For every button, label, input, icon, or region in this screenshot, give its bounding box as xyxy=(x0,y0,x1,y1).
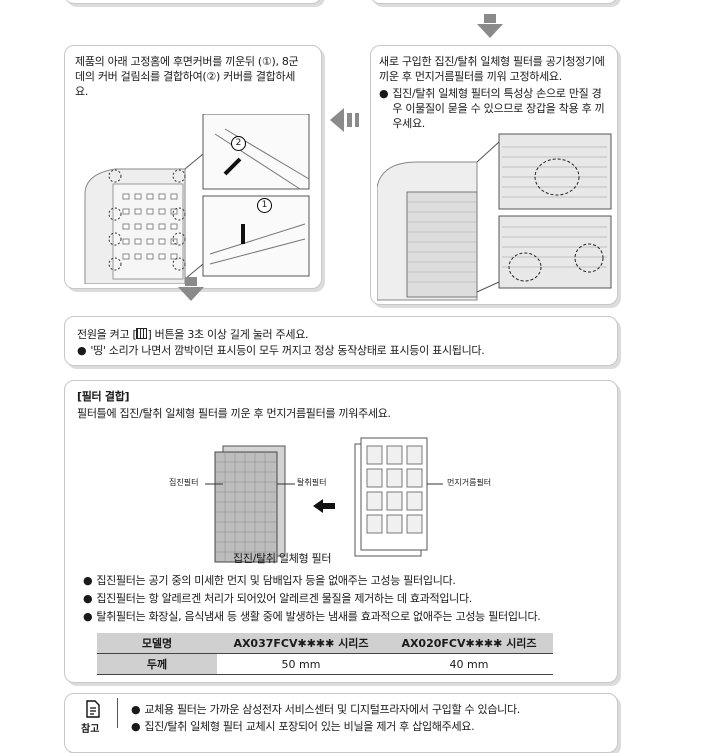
bullet-dot: ● xyxy=(83,574,93,587)
bullet-dot: ● xyxy=(77,344,87,357)
table-cell: 50 mm xyxy=(217,653,385,675)
filter-assembly-intro: 필터틀에 집진/탈취 일체형 필터를 끼운 후 먼지거름필터를 끼워주세요. xyxy=(77,407,391,420)
note-bullets: ●교체용 필터는 가까운 삼성전자 서비스센터 및 디지털프라자에서 구입할 수… xyxy=(131,702,611,736)
step-insert-filter-box: 새로 구입한 집진/탈취 일체형 필터를 공기청정기에 끼운 후 먼지거름필터를… xyxy=(370,45,618,305)
note-bullet-1: ●교체용 필터는 가까운 삼성전자 서비스센터 및 디지털프라자에서 구입할 수… xyxy=(131,702,611,719)
table-header-cell: 모델명 xyxy=(97,633,217,654)
filter-insert-illustration xyxy=(377,133,612,301)
note-divider xyxy=(117,698,118,728)
table-row: 두께 50 mm 40 mm xyxy=(97,653,553,675)
bullet-text: 교체용 필터는 가까운 삼성전자 서비스센터 및 디지털프라자에서 구입할 수 … xyxy=(144,703,520,716)
filter-bullet-3: ●탈취필터는 화장실, 음식냄새 등 생활 중에 발생하는 냄새를 효과적으로 … xyxy=(83,609,613,627)
purifier-rear-cover-illustration xyxy=(84,114,310,284)
table-header-cell: AX020FCV✱✱✱✱ 시리즈 xyxy=(385,633,553,654)
bullet-dot: ● xyxy=(379,87,389,100)
filter-assembly-title: [필터 결합] xyxy=(77,390,130,403)
table-header-cell: AX037FCV✱✱✱✱ 시리즈 xyxy=(217,633,385,654)
bullet-dot: ● xyxy=(83,592,93,605)
bullet-text: '띵' 소리가 나면서 깜박이던 표시등이 모두 꺼지고 정상 동작상태로 표시… xyxy=(90,344,485,357)
table-cell: 두께 xyxy=(97,653,217,675)
bullet-text: 집진필터는 항 알레르겐 처리가 되어있어 알레르겐 물질을 제거하는 데 효과… xyxy=(96,592,472,605)
arrow-down-icon xyxy=(477,14,503,38)
power-on-bullet: ● '띵' 소리가 나면서 깜박이던 표시등이 모두 꺼지고 정상 동작상태로 … xyxy=(77,343,607,358)
label-deodorizing-filter: 탈취필터 xyxy=(297,478,327,487)
step-attach-cover-text: 제품의 아래 고정홈에 후면커버를 끼운뒤 (①), 8군데의 커버 걸림쇠를 … xyxy=(75,55,299,98)
bullet-text: 집진필터는 공기 중의 미세한 먼지 및 담배입자 등을 없애주는 고성능 필터… xyxy=(96,574,456,587)
previous-step-box-right xyxy=(370,0,618,4)
step-attach-cover-box: 제품의 아래 고정홈에 후면커버를 끼운뒤 (①), 8군데의 커버 걸림쇠를 … xyxy=(64,45,322,289)
table-header-row: 모델명 AX037FCV✱✱✱✱ 시리즈 AX020FCV✱✱✱✱ 시리즈 xyxy=(97,633,553,654)
step-insert-filter-bullet: ● 집진/탈취 일체형 필터의 특성상 손으로 만질 경우 이물질이 묻을 수 … xyxy=(379,86,611,131)
bullet-dot: ● xyxy=(131,720,141,733)
bullet-text: 집진/탈취 일체형 필터 교체시 포장되어 있는 비닐을 제거 후 삽입해주세요… xyxy=(144,720,475,733)
filter-bullet-1: ●집진필터는 공기 중의 미세한 먼지 및 담배입자 등을 없애주는 고성능 필… xyxy=(83,573,613,591)
filter-bullets: ●집진필터는 공기 중의 미세한 먼지 및 담배입자 등을 없애주는 고성능 필… xyxy=(83,573,613,627)
marker-one: 1 xyxy=(257,198,272,213)
power-on-text-part1: 전원을 켜고 [ xyxy=(77,328,137,341)
grid-button-icon xyxy=(136,328,148,339)
filter-bullet-2: ●집진필터는 항 알레르겐 처리가 되어있어 알레르겐 물질을 제거하는 데 효… xyxy=(83,591,613,609)
bullet-text: 집진/탈취 일체형 필터의 특성상 손으로 만질 경우 이물질이 묻을 수 있으… xyxy=(392,87,605,130)
marker-two: 2 xyxy=(231,136,246,151)
note-bullet-2: ●집진/탈취 일체형 필터 교체시 포장되어 있는 비닐을 제거 후 삽입해주세… xyxy=(131,719,611,736)
previous-step-box-left xyxy=(64,0,322,4)
label-dust-filter: 먼지거름필터 xyxy=(447,478,492,487)
bullet-text: 탈취필터는 화장실, 음식냄새 등 생활 중에 발생하는 냄새를 효과적으로 없… xyxy=(96,610,541,623)
arrow-down-icon xyxy=(178,277,204,301)
arrow-left-icon xyxy=(330,108,359,132)
step-insert-filter-text: 새로 구입한 집진/탈취 일체형 필터를 공기청정기에 끼운 후 먼지거름필터를… xyxy=(379,55,605,83)
table-cell: 40 mm xyxy=(385,653,553,675)
note-box: 참고 ●교체용 필터는 가까운 삼성전자 서비스센터 및 디지털프라자에서 구입… xyxy=(64,693,618,753)
power-on-text: 전원을 켜고 [ ] 버튼을 3초 이상 길게 눌러 주세요. xyxy=(77,327,607,342)
bullet-dot: ● xyxy=(83,610,93,623)
power-on-text-part2: ] 버튼을 3초 이상 길게 눌러 주세요. xyxy=(147,328,309,341)
bullet-dot: ● xyxy=(131,703,141,716)
filter-caption: 집진/탈취 일체형 필터 xyxy=(233,552,332,565)
label-hepa-filter: 집진필터 xyxy=(169,478,199,487)
power-on-box: 전원을 켜고 [ ] 버튼을 3초 이상 길게 눌러 주세요. ● '띵' 소리가… xyxy=(64,316,618,366)
filter-assembly-illustration xyxy=(205,437,443,563)
filter-thickness-table: 모델명 AX037FCV✱✱✱✱ 시리즈 AX020FCV✱✱✱✱ 시리즈 두께… xyxy=(97,633,553,675)
filter-assembly-box: [필터 결합] 필터틀에 집진/탈취 일체형 필터를 끼운 후 먼지거름필터를 … xyxy=(64,380,618,683)
note-icon xyxy=(86,700,100,718)
note-label: 참고 xyxy=(81,724,100,735)
